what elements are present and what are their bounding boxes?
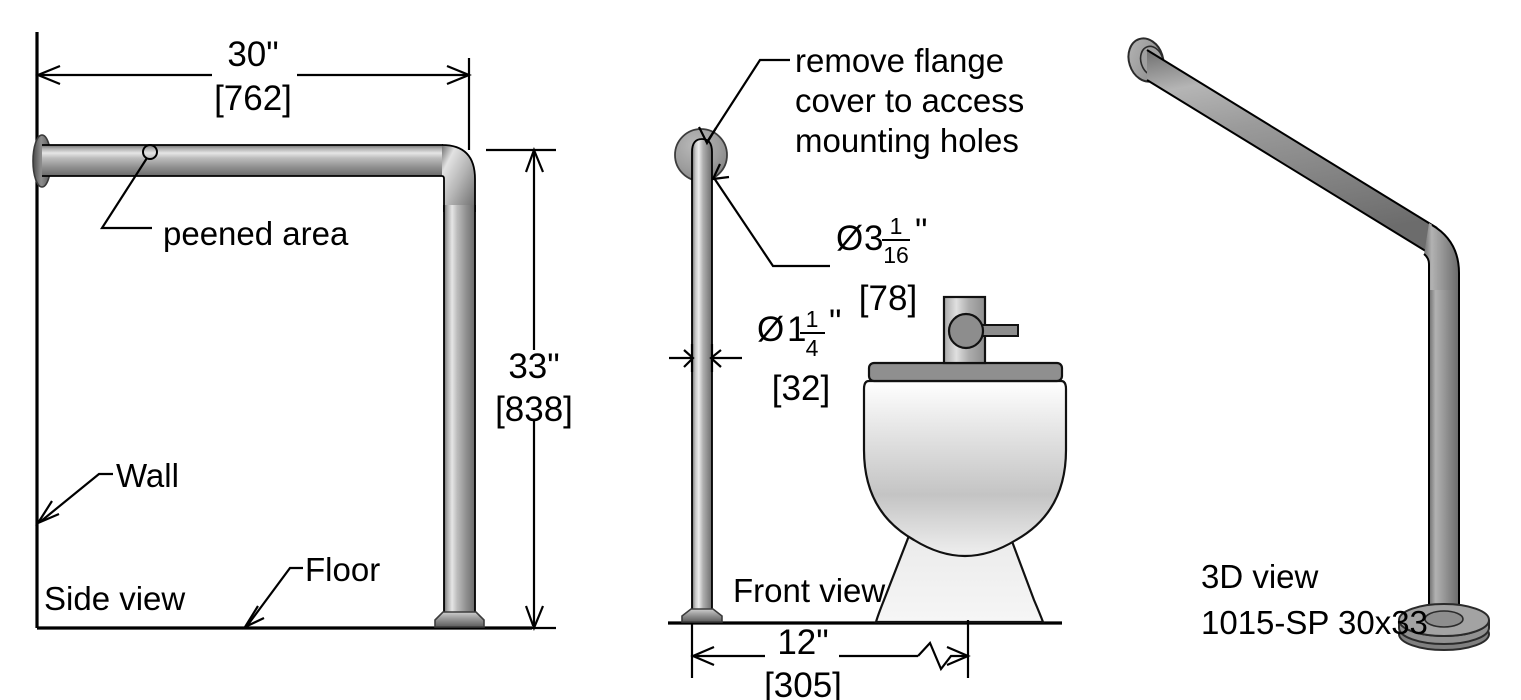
wall-arrow: [35, 500, 60, 526]
three-d-diag-top-edge: [1146, 49, 1438, 229]
tube-dia-symbol: Ø: [757, 310, 784, 349]
side-horizontal-tube: [42, 145, 442, 176]
dim33-arrow-top: [524, 146, 545, 173]
tube-dia-numerator: 1: [806, 306, 819, 332]
flange-dia-denominator: 16: [883, 242, 909, 268]
dim-33-metric: [838]: [495, 390, 573, 429]
wall-label: Wall: [116, 457, 179, 494]
flange-dia-whole: 3: [864, 219, 883, 258]
flange-dia-numerator: 1: [890, 213, 903, 239]
dim-30-metric: [762]: [214, 79, 292, 118]
front-base-flange: [681, 608, 723, 623]
tube-diameter-dim: Ø 1 1 4 " [32]: [669, 303, 841, 408]
tube-dia-whole: 1: [787, 310, 806, 349]
floor-leader: [246, 566, 303, 627]
front-tube-left-edge: [691, 138, 703, 613]
three-d-vertical-tube: [1429, 290, 1459, 620]
peened-area-marker: [142, 144, 158, 160]
toilet-seat: [867, 361, 1064, 383]
tube-dia-denominator: 4: [806, 335, 819, 361]
tube-dia-unit: ": [829, 303, 841, 342]
flange-diameter-dim: Ø 3 1 16 " [78]: [836, 212, 927, 318]
front-view-group: remove flange cover to access mounting h…: [668, 42, 1068, 700]
peened-area-label: peened area: [163, 215, 349, 252]
three-d-view-group: 3D view 1015-SP 30x33: [1127, 37, 1490, 651]
floor-label: Floor: [305, 551, 380, 588]
side-vertical-tube: [444, 205, 475, 613]
three-d-elbow-outer: [1431, 224, 1460, 302]
peened-area-leader: [99, 157, 152, 230]
dim33-arrow-bottom: [524, 605, 545, 632]
flange-dia-metric: [78]: [859, 279, 917, 318]
flange-note-leader: [706, 58, 790, 143]
flange-dia-symbol: Ø: [836, 219, 863, 258]
side-elbow-inner-edge: [441, 175, 445, 212]
side-view-label: Side view: [44, 580, 185, 617]
dim-33-imperial: 33": [508, 347, 559, 386]
three-d-view-label: 3D view: [1201, 558, 1319, 595]
offset-break-symbol: [917, 641, 966, 672]
front-view-label: Front view: [733, 572, 885, 609]
offset-imperial: 12": [777, 623, 828, 662]
dim-30-imperial: 30": [227, 35, 278, 74]
toilet-bowl: [862, 379, 1068, 558]
side-base-flange: [434, 611, 485, 628]
flange-dia-leader: [713, 177, 830, 268]
side-elbow: [442, 145, 475, 210]
three-d-elbow-inner: [1423, 253, 1430, 302]
flange-note-line2: cover to access: [795, 82, 1024, 119]
flange-note-arrow: [698, 126, 717, 146]
side-view-group: 30" [762] peened area Wall Floor Side vi…: [32, 32, 573, 632]
offset-arrow-right: [946, 645, 971, 667]
three-d-model-label: 1015-SP 30x33: [1201, 604, 1428, 641]
flange-note-line1: remove flange: [795, 42, 1004, 79]
floor-arrow: [242, 605, 265, 630]
flush-valve-knob: [947, 312, 985, 350]
offset-arrow-left: [690, 645, 715, 667]
toilet-illustration: [862, 295, 1068, 624]
offset-dimension: 12" [305]: [690, 620, 971, 700]
dim-arrow-left: [35, 64, 61, 86]
flange-dia-arrow: [711, 163, 730, 181]
wall-leader: [39, 472, 113, 523]
tube-dia-metric: [32]: [772, 369, 830, 408]
offset-metric: [305]: [764, 666, 842, 700]
flange-dia-unit: ": [915, 212, 927, 251]
front-vertical-tube: [692, 139, 712, 613]
three-d-diag-bottom-edge: [1146, 79, 1438, 259]
flange-note-line3: mounting holes: [795, 122, 1019, 159]
side-elbow-outer-edge: [441, 144, 476, 212]
three-d-base-flange: [1398, 603, 1490, 651]
three-d-diagonal-tube: [1147, 50, 1437, 258]
dim-arrow-right: [446, 64, 472, 86]
